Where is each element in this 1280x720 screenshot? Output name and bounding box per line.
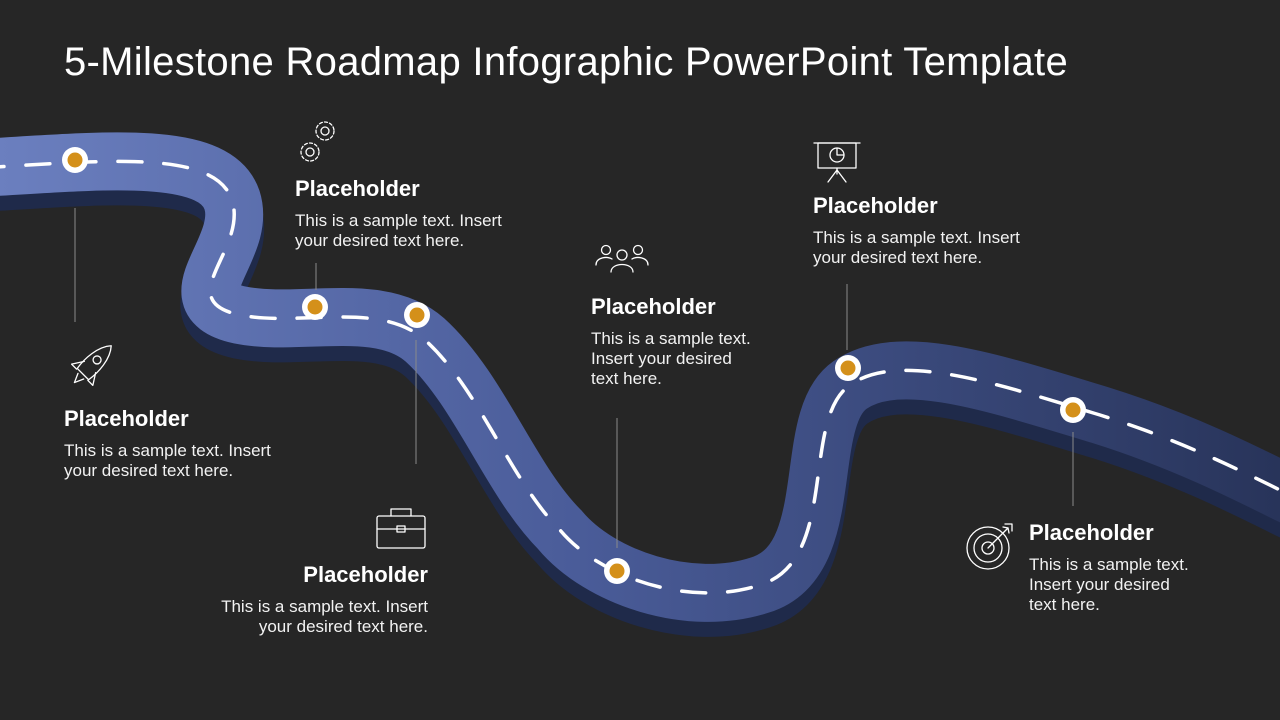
target-icon xyxy=(966,523,1013,570)
milestone-4-description: This is a sample text. Insert your desir… xyxy=(591,329,751,389)
milestone-5-description: This is a sample text. Insert your desir… xyxy=(813,228,1020,268)
milestone-1-description: This is a sample text. Insert your desir… xyxy=(64,441,271,481)
milestone-6-description: This is a sample text. Insert your desir… xyxy=(1029,555,1189,615)
milestone-4-text: Placeholder This is a sample text. Inser… xyxy=(591,294,751,389)
connector-lines xyxy=(74,208,1074,548)
milestone-1-line-1: This is a sample text. Insert xyxy=(64,441,271,460)
milestone-marker-3 xyxy=(404,302,430,328)
milestone-4-line-2: Insert your desired xyxy=(591,349,732,368)
milestone-marker-4 xyxy=(604,558,630,584)
milestone-6-line-2: Insert your desired xyxy=(1029,575,1170,594)
milestone-1-line-2: your desired text here. xyxy=(64,461,234,480)
milestone-2-line-1: This is a sample text. Insert xyxy=(295,211,502,230)
milestone-3-line-2: your desired text here. xyxy=(258,617,428,636)
milestone-marker-2 xyxy=(302,294,328,320)
milestone-marker-5 xyxy=(835,355,861,381)
milestone-6-heading: Placeholder xyxy=(1029,520,1154,545)
milestone-4-line-1: This is a sample text. xyxy=(591,329,751,348)
milestone-markers xyxy=(62,147,1086,584)
gears-icon xyxy=(300,121,335,162)
milestone-2-text: Placeholder This is a sample text. Inser… xyxy=(295,176,502,251)
milestone-4-heading: Placeholder xyxy=(591,294,716,319)
milestone-1-text: Placeholder This is a sample text. Inser… xyxy=(64,406,271,481)
milestone-5-line-2: your desired text here. xyxy=(813,248,983,267)
briefcase-icon xyxy=(376,508,426,549)
milestone-3-text: Placeholder This is a sample text. Inser… xyxy=(190,562,428,637)
milestone-3-heading: Placeholder xyxy=(303,562,428,587)
milestone-1-heading: Placeholder xyxy=(64,406,189,431)
milestone-2-heading: Placeholder xyxy=(295,176,420,201)
milestone-2-line-2: your desired text here. xyxy=(295,231,465,250)
page-title: 5-Milestone Roadmap Infographic PowerPoi… xyxy=(64,40,1068,84)
rocket-icon xyxy=(70,345,112,387)
milestone-6-line-3: text here. xyxy=(1029,595,1100,614)
milestone-marker-1 xyxy=(62,147,88,173)
road-center-dashes xyxy=(0,159,1280,595)
milestone-5-line-1: This is a sample text. Insert xyxy=(813,228,1020,247)
milestone-3-line-1: This is a sample text. Insert xyxy=(221,597,428,616)
milestone-6-text: Placeholder This is a sample text. Inser… xyxy=(1029,520,1189,615)
milestone-4-line-3: text here. xyxy=(591,369,662,388)
team-icon xyxy=(595,244,649,273)
presentation-board-icon xyxy=(813,142,861,183)
milestone-6-line-1: This is a sample text. xyxy=(1029,555,1189,574)
milestone-2-description: This is a sample text. Insert your desir… xyxy=(295,211,502,251)
milestone-5-heading: Placeholder xyxy=(813,193,938,218)
milestone-5-text: Placeholder This is a sample text. Inser… xyxy=(813,193,1020,268)
milestone-3-description: This is a sample text. Insert your desir… xyxy=(190,597,428,637)
milestone-marker-6 xyxy=(1060,397,1086,423)
